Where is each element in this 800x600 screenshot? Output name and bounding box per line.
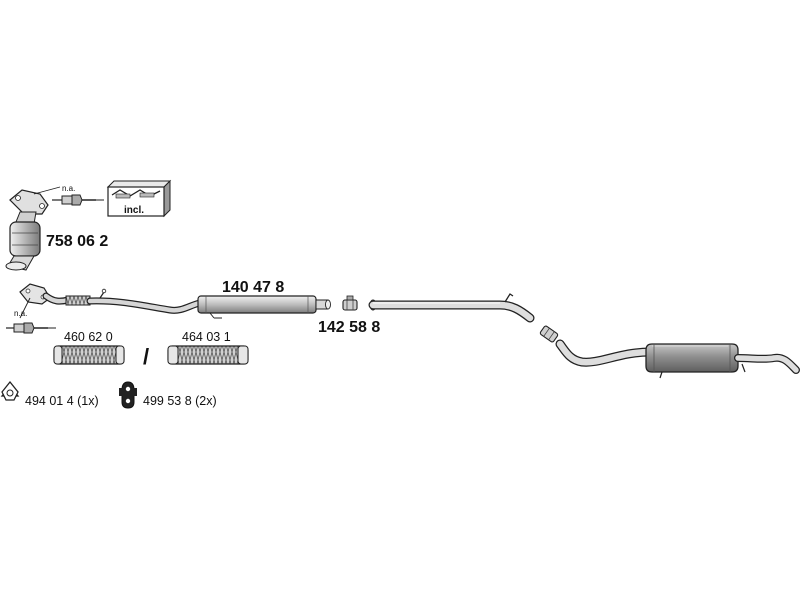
front-pipe-part-number: 140 47 8 [222, 279, 284, 296]
flex-pipe-a [53, 345, 125, 365]
rubber-hanger-icon [119, 381, 137, 409]
rear-muffler-assembly [555, 339, 800, 379]
lambda-sensor-top [52, 194, 104, 206]
incl-label: incl. [124, 205, 144, 216]
front-pipe [19, 283, 331, 319]
na-label-lower: n.a. [14, 309, 27, 318]
front-pipe-leader-line [19, 297, 31, 319]
catalytic-converter [5, 189, 49, 271]
na-label-top: n.a. [62, 184, 75, 193]
catalyst-leader-line [33, 186, 61, 195]
incl-gasket-kit [106, 179, 172, 218]
intermediate-pipe [368, 293, 535, 323]
pipe-clamp [342, 295, 358, 311]
gasket-part-number: 494 01 4 (1x) [25, 394, 99, 408]
flex-pipe-a-part-number: 460 62 0 [64, 330, 113, 344]
lambda-sensor-lower [6, 322, 56, 334]
gasket-icon [0, 380, 20, 401]
catalyst-part-number: 758 06 2 [46, 233, 108, 250]
clamp-part-number: 142 58 8 [318, 319, 380, 336]
flex-pipe-b-part-number: 464 03 1 [182, 330, 231, 344]
flex-pipe-b [167, 345, 249, 365]
rear-pipe-clamp [539, 325, 559, 343]
option-separator: / [143, 344, 149, 369]
hanger-part-number: 499 53 8 (2x) [143, 394, 217, 408]
